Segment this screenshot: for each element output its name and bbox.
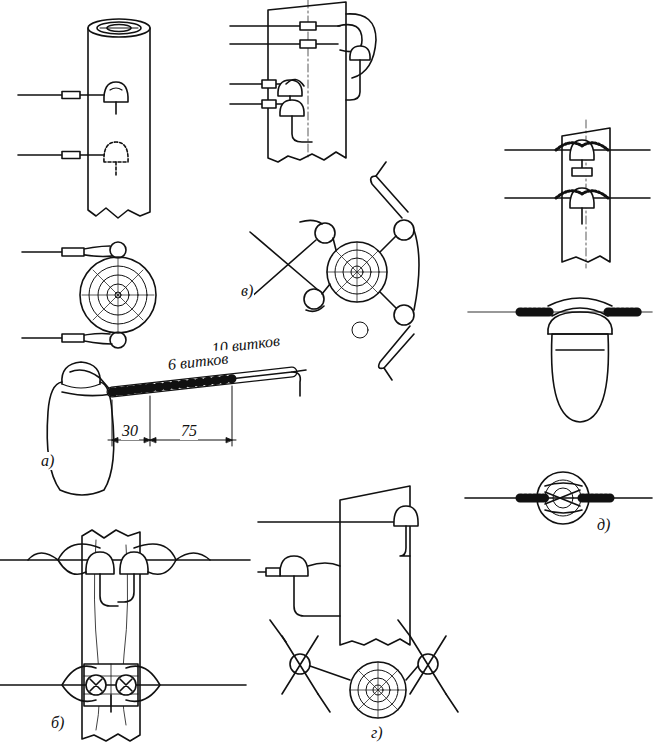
plank-g-plan: [270, 620, 458, 718]
pole-a: [18, 19, 150, 218]
pole-b: [0, 530, 250, 741]
plank-v: [230, 0, 376, 162]
figure-letter: д): [596, 516, 611, 534]
pole-b-plan: [0, 664, 246, 712]
binding-detail-a: [47, 362, 306, 495]
figure-letter: б): [50, 714, 65, 732]
dimension-label: 30: [121, 422, 139, 440]
figure-letter: а): [40, 452, 55, 470]
plank-d-plan: [465, 472, 652, 524]
pole-a-plan: [22, 242, 156, 348]
dimension-label: 75: [180, 422, 198, 440]
turns-label: 6 витков: [166, 350, 230, 374]
plank-g: [258, 486, 418, 645]
figure-letter: в): [240, 282, 254, 300]
figure-letter: г): [370, 724, 384, 742]
binding-detail-d: [468, 298, 652, 422]
plank-d: [505, 120, 650, 268]
